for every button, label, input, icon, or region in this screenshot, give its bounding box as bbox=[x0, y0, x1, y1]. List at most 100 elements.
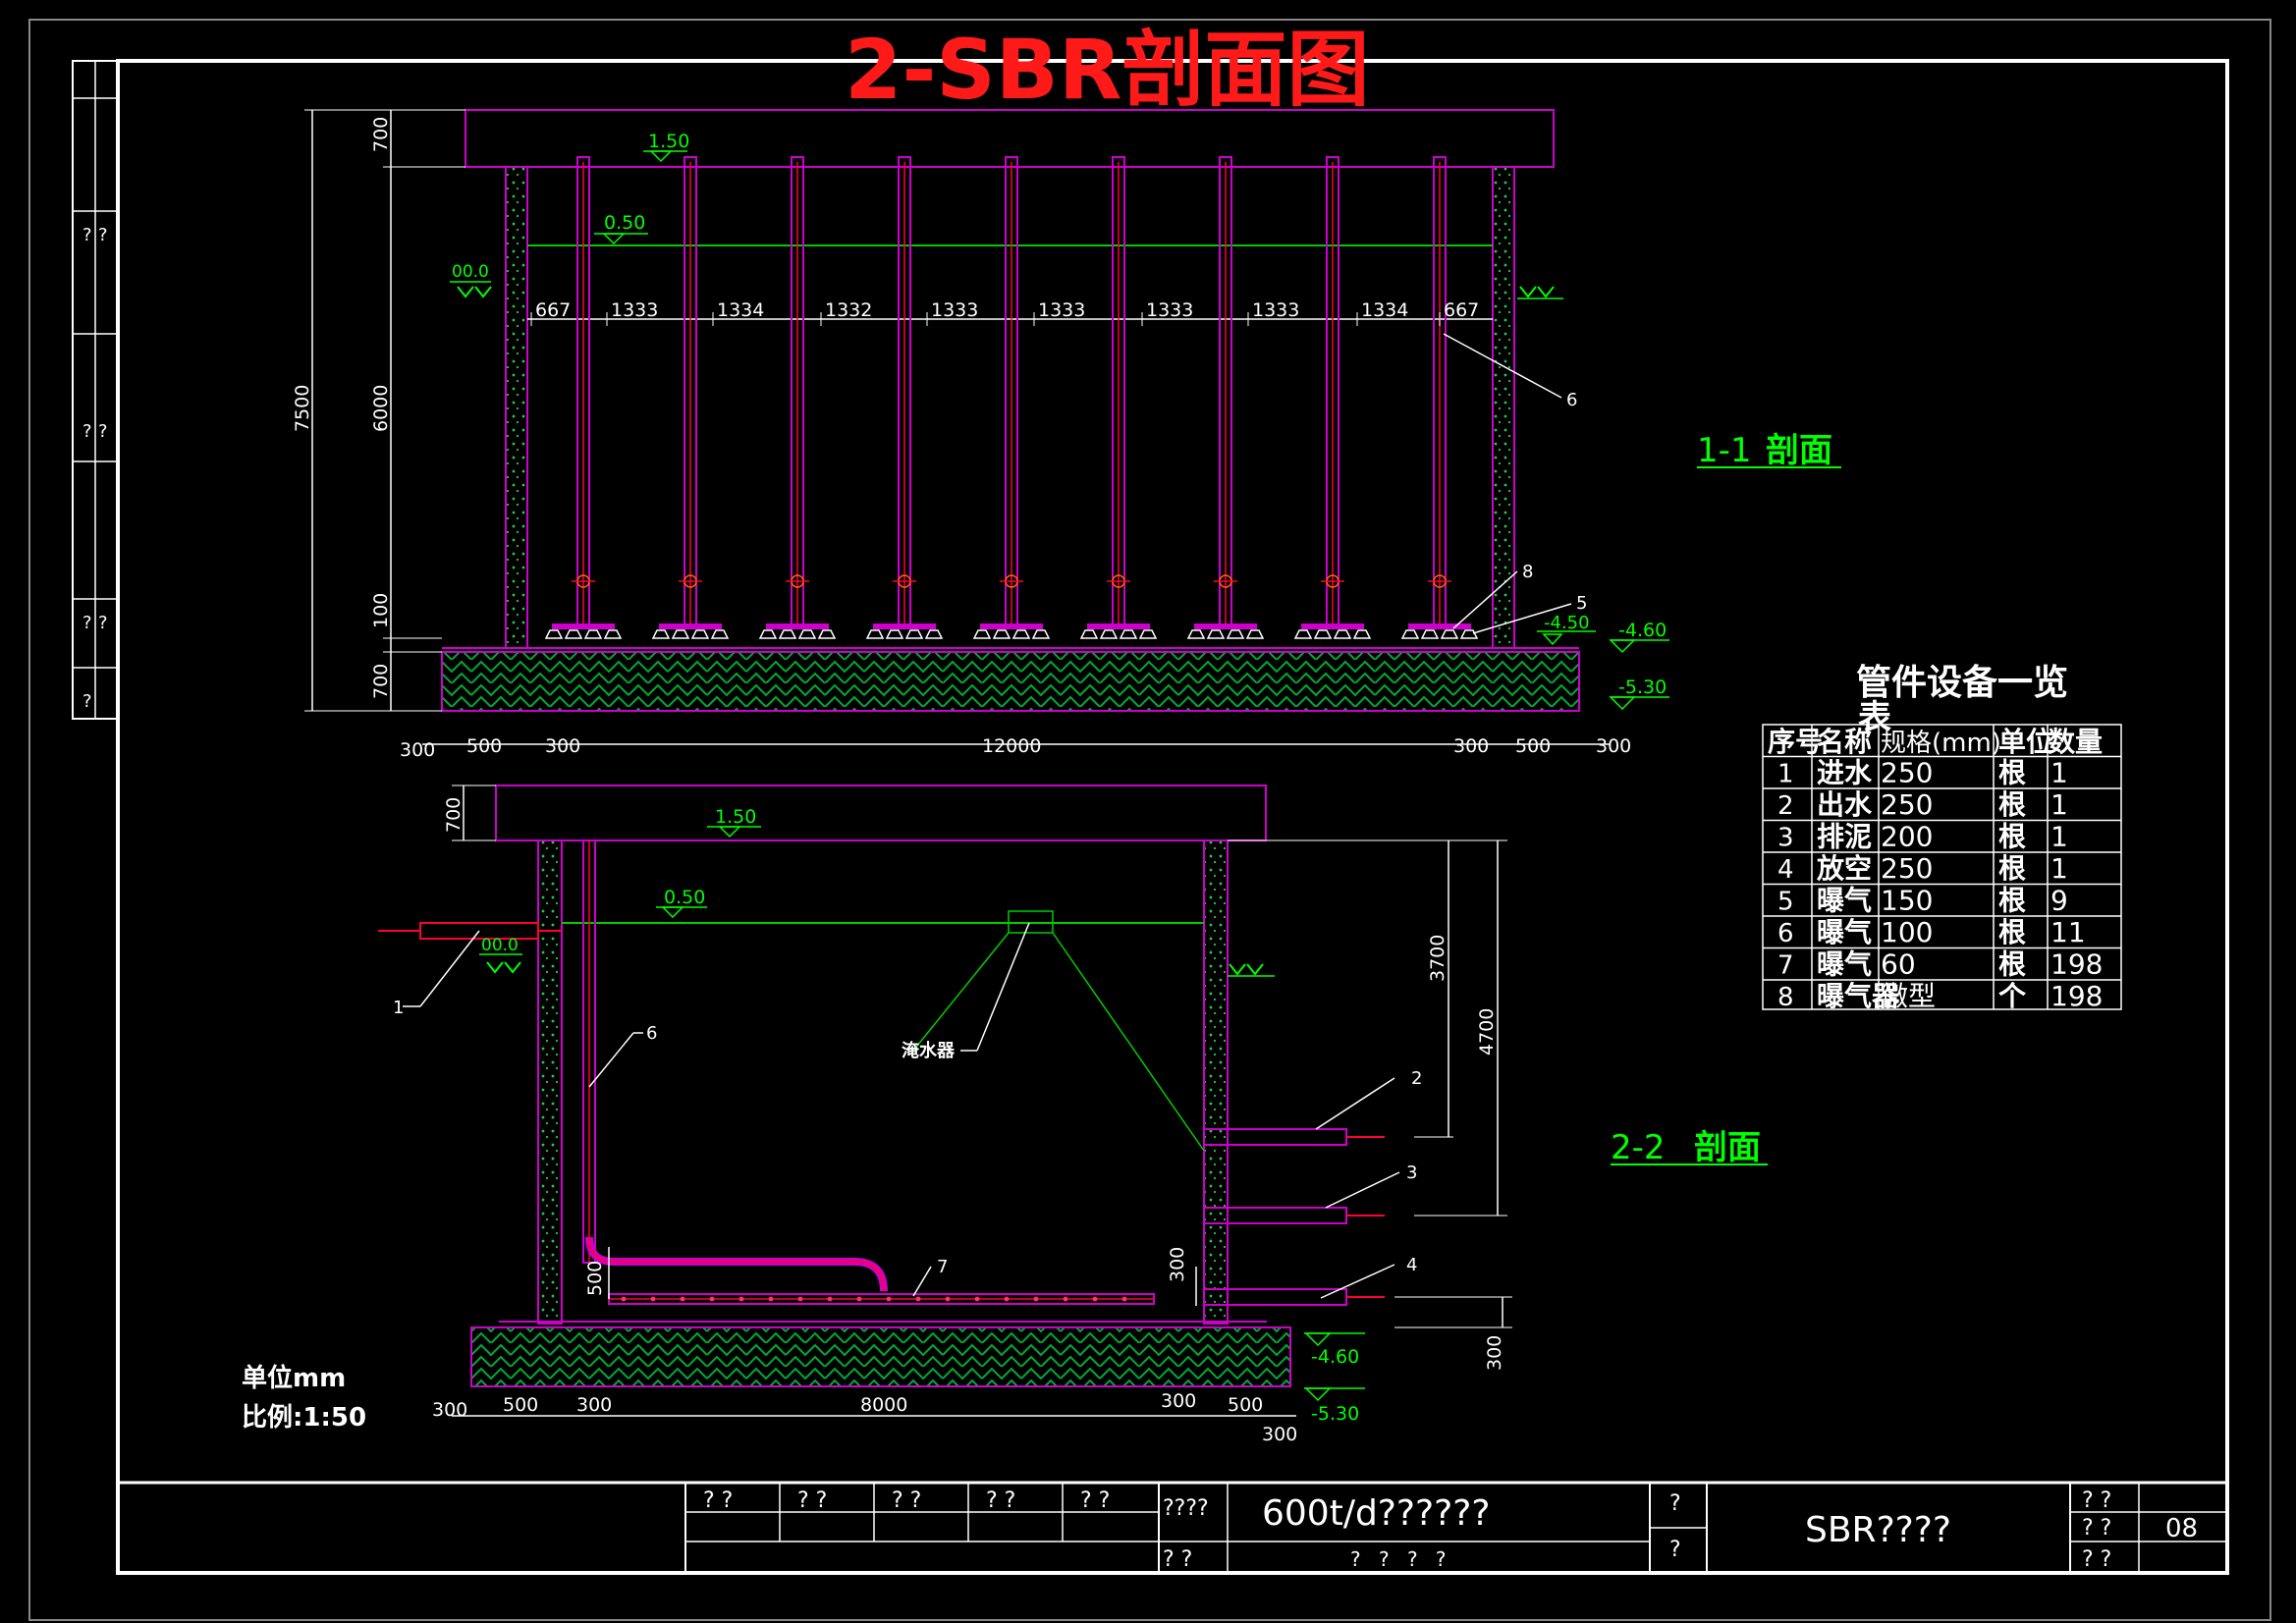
s2-bdim-5: 500 bbox=[1228, 1394, 1263, 1416]
tb-cell-6: ? ? bbox=[1163, 1547, 1192, 1572]
s1-spacing-label: 667 bbox=[1444, 299, 1479, 321]
s2-bdim-0: 300 bbox=[432, 1399, 467, 1421]
s1-aeration-pipe bbox=[544, 156, 623, 639]
s2-elev-top: 1.50 bbox=[715, 806, 756, 828]
tb-sub: ? ? ? ? bbox=[1350, 1547, 1452, 1571]
s2-elev-base1: -4.60 bbox=[1311, 1346, 1359, 1368]
tb-q5: ? ? bbox=[2082, 1547, 2111, 1572]
table-cell-no: 4 bbox=[1777, 855, 1794, 885]
s2-callout-4: 4 bbox=[1406, 1255, 1417, 1275]
s1-bdim-6: 300 bbox=[1596, 735, 1631, 757]
s2-dim-4700: 4700 bbox=[1476, 1008, 1498, 1055]
s1-dim-top: 700 bbox=[370, 117, 392, 152]
s2-aerator-label: 淹水器 bbox=[902, 1040, 956, 1061]
table-cell-unit: 个 bbox=[1998, 980, 2027, 1012]
s1-callout-5: 5 bbox=[1576, 593, 1587, 614]
tb-sheet: 08 bbox=[2165, 1514, 2198, 1543]
table-cell-spec: 250 bbox=[1881, 788, 1933, 821]
s2-left-wall bbox=[537, 839, 563, 1325]
margin-q-4: ? bbox=[98, 421, 108, 442]
table-cell-unit: 根 bbox=[1998, 757, 2026, 789]
table-cell-spec: 100 bbox=[1881, 916, 1933, 948]
left-margin-strip: ? ? ? ? ? ? ? bbox=[72, 60, 119, 720]
s1-spacing-label: 1334 bbox=[717, 299, 764, 321]
table-cell-qty: 9 bbox=[2050, 885, 2068, 917]
s2-aerator-dot bbox=[650, 1296, 656, 1302]
s2-aerator-dot bbox=[915, 1296, 921, 1302]
s1-aeration-pipe bbox=[1186, 156, 1265, 639]
s2-top-slab bbox=[495, 784, 1267, 841]
tb-drawing-name: SBR???? bbox=[1805, 1510, 1951, 1550]
s2-dim-500: 500 bbox=[584, 1261, 606, 1296]
section-1-label-num: 1-1 bbox=[1697, 431, 1752, 470]
table-cell-unit: 根 bbox=[1998, 948, 2026, 981]
table-cell-no: 2 bbox=[1777, 791, 1794, 821]
table-cell-spec: 150 bbox=[1881, 885, 1933, 917]
table-header-name: 名称 bbox=[1817, 726, 1872, 758]
s1-top-slab bbox=[465, 109, 1555, 168]
table-cell-no: 6 bbox=[1777, 919, 1794, 948]
table-cell-qty: 1 bbox=[2050, 852, 2068, 885]
s2-aerator-box bbox=[1008, 910, 1054, 934]
table-cell-qty: 1 bbox=[2050, 788, 2068, 821]
table-cell-qty: 1 bbox=[2050, 821, 2068, 853]
s2-bdim-4: 300 bbox=[1161, 1390, 1196, 1412]
table-cell-spec: 250 bbox=[1881, 852, 1933, 885]
table-cell-no: 1 bbox=[1777, 760, 1794, 789]
s1-aeration-pipe bbox=[1079, 156, 1158, 639]
tb-cell-4q: ???? bbox=[1163, 1496, 1209, 1521]
s1-aeration-pipe bbox=[865, 156, 944, 639]
tb-cell-2: ? ? bbox=[797, 1488, 827, 1513]
s1-elev-top: 1.50 bbox=[648, 131, 689, 152]
table-cell-unit: 根 bbox=[1998, 788, 2026, 821]
tb-cell-4: ? ? bbox=[986, 1488, 1015, 1513]
tb-cell-3: ? ? bbox=[892, 1488, 921, 1513]
table-title-line1: 管件设备一览 bbox=[1856, 663, 2068, 703]
s1-bdim-2: 300 bbox=[545, 735, 580, 757]
tb-project: 600t/d?????? bbox=[1262, 1493, 1490, 1534]
s2-aerator-dot bbox=[1121, 1296, 1127, 1302]
table-cell-spec: 微型 bbox=[1881, 980, 1936, 1012]
table-cell-name: 曝气 bbox=[1817, 948, 1872, 981]
s2-bdim-6: 300 bbox=[1262, 1424, 1297, 1445]
title-block: ? ? ? ? ? ? ? ? ? ? ???? ? ? 600t/d?????… bbox=[118, 1481, 2227, 1573]
s1-spacing-label: 1333 bbox=[931, 299, 978, 321]
s2-aerator-dots bbox=[621, 1296, 1127, 1302]
s1-aeration-pipe bbox=[1293, 156, 1372, 639]
s1-callout-6: 6 bbox=[1566, 390, 1577, 410]
table-cell-name: 曝气器 bbox=[1817, 980, 1900, 1012]
table-cell-name: 出水 bbox=[1817, 788, 1873, 821]
table-cell-no: 3 bbox=[1777, 824, 1794, 853]
s2-aerator-dot bbox=[1092, 1296, 1098, 1302]
s2-callout-6: 6 bbox=[646, 1023, 657, 1044]
s2-aerator-dot bbox=[1033, 1296, 1039, 1302]
s2-bdim-2: 300 bbox=[576, 1394, 612, 1416]
s1-bdim-4: 300 bbox=[1453, 735, 1489, 757]
margin-q-1: ? bbox=[82, 225, 92, 245]
s1-elev-water: 0.50 bbox=[604, 212, 645, 234]
s1-spacing-label: 1333 bbox=[611, 299, 658, 321]
s2-callout-7: 7 bbox=[937, 1257, 948, 1277]
table-cell-no: 8 bbox=[1777, 983, 1794, 1012]
s1-dim-mid: 6000 bbox=[370, 385, 392, 432]
s2-elev-water: 0.50 bbox=[664, 887, 705, 908]
table-cell-name: 曝气 bbox=[1817, 916, 1872, 948]
s2-elev-base2: -5.30 bbox=[1311, 1403, 1359, 1425]
s1-spacing-label: 1334 bbox=[1361, 299, 1408, 321]
s1-bdim-0: 300 bbox=[400, 739, 435, 761]
s2-aerator-dot bbox=[797, 1296, 803, 1302]
s2-aerator-dot bbox=[768, 1296, 774, 1302]
scale-note: 比例:1:50 bbox=[242, 1403, 366, 1433]
s1-bdim-3: 12000 bbox=[982, 735, 1041, 757]
drawing-frame bbox=[116, 59, 2229, 1575]
tb-cell-5: ? ? bbox=[1080, 1488, 1110, 1513]
